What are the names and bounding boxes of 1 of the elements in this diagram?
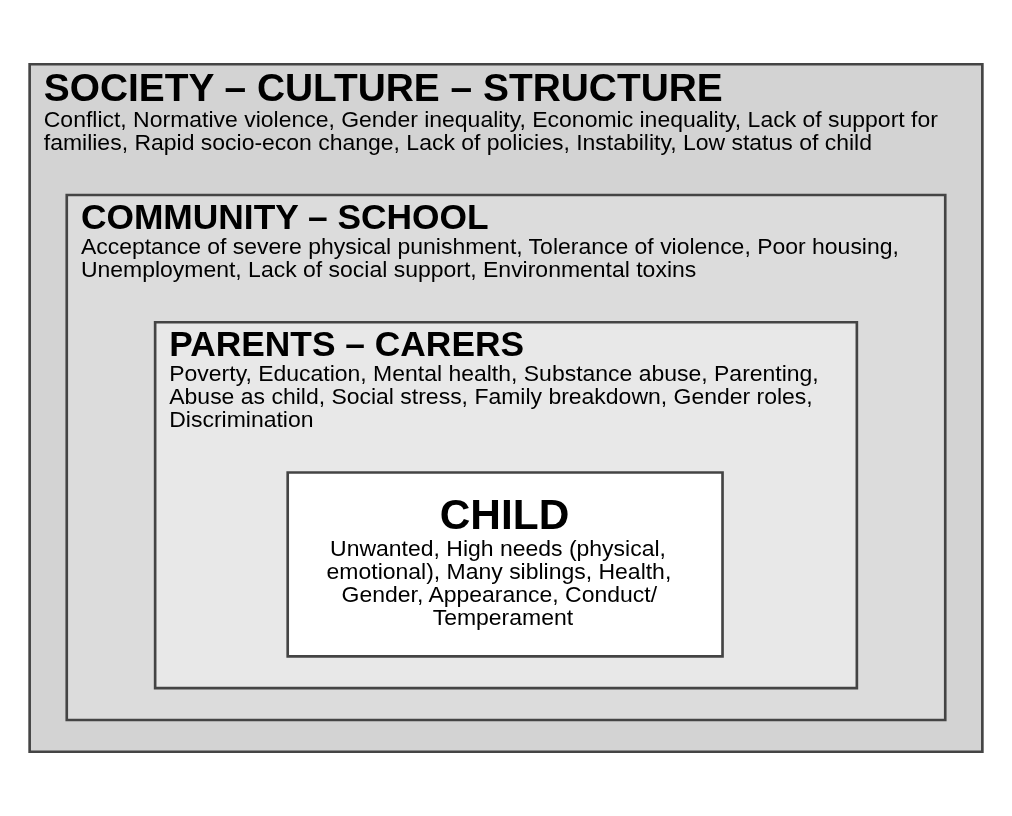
node-box: CHILD Unwanted, High needs (physical, emotional), Many siblings, Health, Gender, Appearance, Conduct/ Temperament — [286, 471, 724, 658]
